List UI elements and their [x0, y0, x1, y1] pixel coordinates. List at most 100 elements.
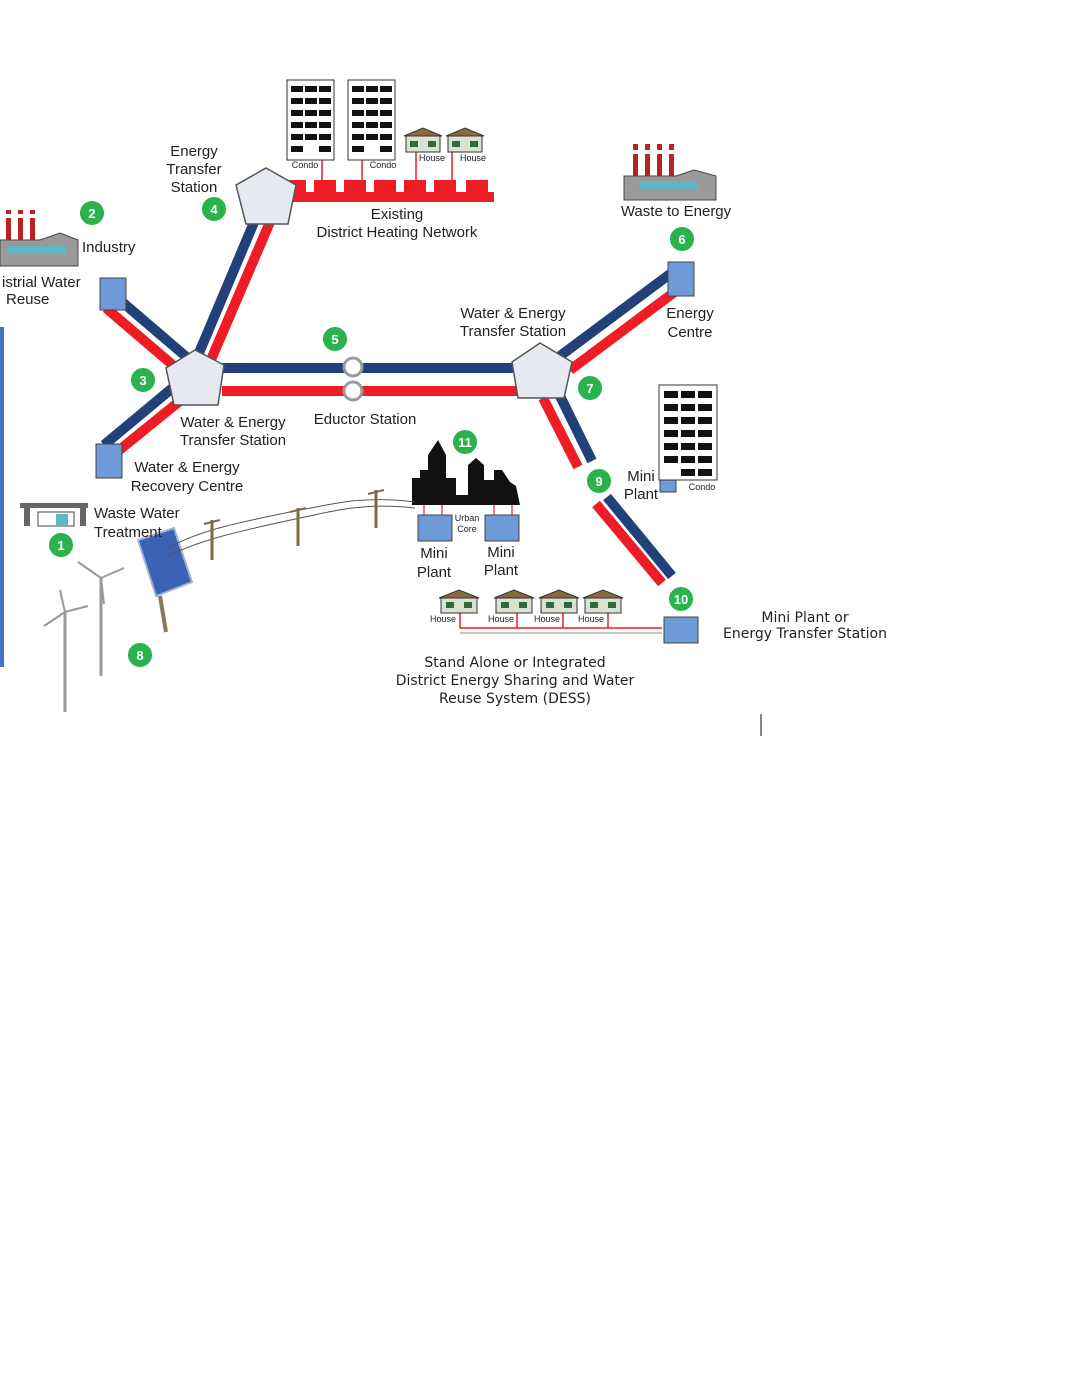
water-energy-transfer-station-right: [511, 342, 573, 399]
svg-text:8: 8: [136, 648, 143, 663]
label-water-energy-transfer-left: Water & Energy Transfer Station: [180, 414, 286, 449]
label-energy-transfer-station-top: Energy Transfer Station: [166, 143, 221, 196]
label-water-energy-transfer-right: Water & Energy Transfer Station: [460, 305, 566, 340]
house-bottom-2: [493, 589, 535, 614]
svg-text:3: 3: [139, 373, 146, 388]
condo-tower-right: [658, 384, 718, 481]
svg-text:9: 9: [595, 474, 602, 489]
svg-text:Recovery Centre: Recovery Centre: [131, 478, 244, 495]
pipe-hot: [538, 395, 583, 470]
badge-1: 1: [47, 531, 75, 559]
svg-text:Transfer Station: Transfer Station: [180, 432, 286, 449]
svg-text:Water & Energy: Water & Energy: [134, 459, 240, 476]
svg-text:Water & Energy: Water & Energy: [460, 305, 566, 322]
house-bottom-1: [438, 589, 480, 614]
heating-node: [314, 180, 336, 192]
label-urban-core: Urban Core: [455, 513, 480, 534]
heating-node: [434, 180, 456, 192]
mini-plant-condo-box: [659, 479, 677, 493]
svg-text:Mini: Mini: [627, 468, 655, 485]
pipe-hot: [592, 500, 666, 587]
mini-plant-b-box: [484, 514, 520, 542]
waste-to-energy-factory-icon: [623, 144, 717, 201]
pipe-cold: [110, 291, 194, 364]
eductor-ring-bottom: [342, 380, 364, 402]
svg-text:6: 6: [678, 232, 685, 247]
urban-core-skyline-icon: [412, 440, 520, 505]
mini-plant-a-box: [417, 514, 453, 542]
house-bottom-3: [538, 589, 580, 614]
heating-node: [404, 180, 426, 192]
label-condo: Condo: [292, 160, 319, 170]
svg-text:Transfer: Transfer: [166, 161, 221, 178]
pipe-cold: [557, 269, 673, 361]
svg-text:2: 2: [88, 206, 95, 221]
station-10-box: [663, 616, 699, 644]
badge-7: 7: [576, 374, 604, 402]
svg-text:Stand Alone or Integrated: Stand Alone or Integrated: [424, 655, 605, 671]
svg-text:Transfer Station: Transfer Station: [460, 323, 566, 340]
svg-text:Reuse System (DESS): Reuse System (DESS): [439, 691, 591, 707]
pipe-cold: [603, 493, 676, 580]
waste-water-treatment-icon: [20, 503, 88, 527]
svg-text:Mini: Mini: [420, 545, 448, 562]
industry-factory-icon: [0, 210, 79, 267]
house-top-2: [445, 127, 485, 153]
svg-text:Energy: Energy: [666, 305, 714, 322]
pipe-hot: [102, 304, 186, 377]
pipe-cold: [191, 218, 260, 362]
svg-text:Plant: Plant: [484, 562, 519, 579]
svg-text:5: 5: [331, 332, 338, 347]
svg-text:Station: Station: [171, 179, 218, 196]
svg-text:Mini Plant or: Mini Plant or: [761, 610, 848, 626]
condo-tower-2: [347, 79, 396, 161]
badge-5: 5: [321, 325, 349, 353]
badge-2: 2: [78, 199, 106, 227]
label-mini-plant-b: Mini Plant: [484, 544, 519, 579]
label-house: House: [419, 153, 445, 163]
label-industrial-water-reuse: istrial Water Reuse: [2, 274, 81, 308]
industrial-reuse-box: [99, 277, 127, 311]
svg-text:District Heating Network: District Heating Network: [317, 224, 478, 241]
label-waste-water-treatment: Waste Water Treatment: [94, 505, 180, 541]
pipe-hot: [205, 220, 275, 364]
svg-text:Energy Transfer Station: Energy Transfer Station: [723, 626, 887, 642]
pipe-cold: [553, 389, 597, 464]
badge-4: 4: [200, 195, 228, 223]
label-house: House: [430, 614, 456, 624]
svg-text:Water & Energy: Water & Energy: [180, 414, 286, 431]
svg-text:4: 4: [210, 202, 218, 217]
svg-text:7: 7: [586, 381, 593, 396]
pipe-cold: [100, 381, 180, 449]
label-dess: Stand Alone or Integrated District Energ…: [396, 655, 635, 707]
svg-text:Waste Water: Waste Water: [94, 505, 180, 522]
svg-text:Treatment: Treatment: [94, 524, 163, 541]
energy-centre-box: [667, 261, 695, 297]
label-condo: Condo: [689, 482, 716, 492]
heating-node: [466, 180, 488, 192]
label-existing-network: Existing District Heating Network: [317, 206, 478, 241]
wind-turbine-icon: [43, 561, 125, 712]
energy-transfer-station-top: [235, 167, 297, 225]
label-condo: Condo: [370, 160, 397, 170]
svg-text:Energy: Energy: [170, 143, 218, 160]
house-bottom-4: [582, 589, 624, 614]
label-mini-plant-a: Mini Plant: [417, 545, 452, 581]
pipe-network: [100, 150, 683, 634]
side-bar: [0, 327, 4, 667]
svg-text:Plant: Plant: [417, 564, 452, 581]
svg-text:11: 11: [458, 435, 472, 450]
svg-text:istrial Water: istrial Water: [2, 274, 81, 291]
label-house: House: [460, 153, 486, 163]
label-house: House: [578, 614, 604, 624]
svg-text:1: 1: [57, 538, 64, 553]
condo-tower-1: [286, 79, 335, 161]
label-water-energy-recovery: Water & Energy Recovery Centre: [131, 459, 244, 495]
recovery-centre-box: [95, 443, 123, 479]
pipe-hot: [108, 392, 190, 460]
label-industry: Industry: [82, 239, 136, 256]
label-energy-centre: Energy Centre: [666, 305, 714, 341]
badge-8: 8: [126, 641, 154, 669]
heating-node: [344, 180, 366, 192]
